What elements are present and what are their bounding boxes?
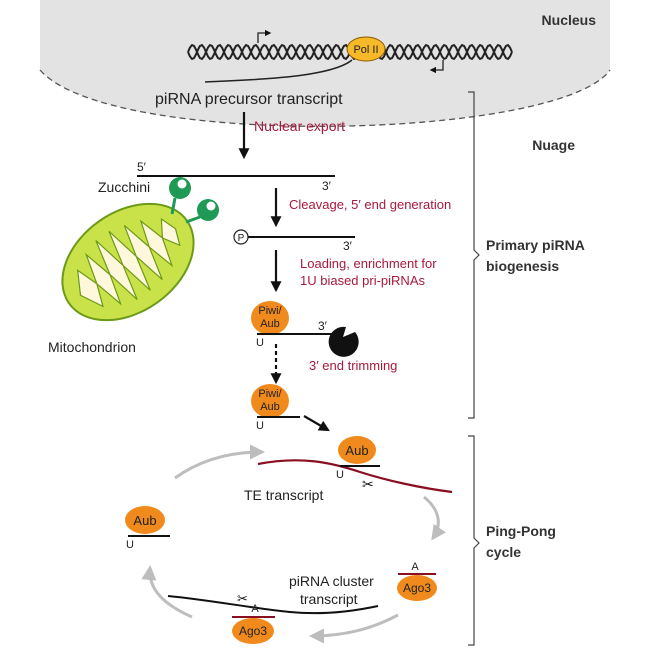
- region-pingpong-1: Ping-Pong: [486, 523, 556, 539]
- nuclear-export-label: Nuclear export: [254, 118, 345, 134]
- ago3-protein-bottom: [232, 618, 274, 644]
- nucleus-region: [40, 0, 610, 127]
- u-label-3: U: [336, 469, 344, 481]
- region-pingpong-2: cycle: [486, 544, 521, 560]
- ago3-bottom-label: Ago3: [239, 624, 267, 638]
- cluster-label-2: transcript: [300, 591, 358, 607]
- precursor-transcript-label: piRNA precursor transcript: [155, 91, 343, 108]
- three-prime-label-a: 3′: [322, 179, 332, 193]
- piwi-aub-2-line1: Piwi/: [258, 388, 282, 400]
- u-label-1: U: [256, 337, 264, 349]
- cycle-arrow-right: [423, 495, 446, 541]
- pol2-label: Pol II: [353, 44, 378, 56]
- u-label-2: U: [256, 420, 264, 432]
- zucchini-label: Zucchini: [98, 179, 150, 195]
- te-transcript-label: TE transcript: [244, 487, 323, 503]
- mito-cristae: [76, 217, 181, 308]
- te-transcript-rna: [257, 459, 453, 494]
- mitochondrion: [61, 202, 195, 322]
- cluster-transcript-rna: [167, 595, 379, 615]
- pingpong-bracket: [468, 435, 480, 646]
- piwi-aub-protein-1: [251, 301, 289, 335]
- zucchini-protein-1: [169, 177, 191, 215]
- ago3-right-label: Ago3: [403, 581, 431, 595]
- primary-bracket: [468, 91, 480, 419]
- piwi-aub-2-line2: Aub: [260, 401, 280, 413]
- tss-arrow-forward: [257, 29, 272, 43]
- u-label-4: U: [126, 539, 134, 551]
- five-prime-label: 5′: [137, 160, 147, 174]
- a-label-right: A: [411, 561, 419, 573]
- pol2-enzyme: [346, 36, 386, 62]
- aub-left-label: Aub: [133, 513, 156, 528]
- trimming-label: 3′ end trimming: [309, 358, 397, 373]
- region-primary-2: biogenesis: [486, 258, 559, 274]
- zucchini-protein-2: [185, 199, 219, 224]
- cycle-arrow-bottom: [309, 613, 399, 644]
- cleavage-label: Cleavage, 5′ end generation: [289, 197, 451, 212]
- region-primary-1: Primary piRNA: [486, 237, 585, 253]
- trimmer-nuclease: [328, 326, 359, 357]
- a-label-bottom: A: [251, 603, 259, 615]
- aub-protein-left: [125, 506, 165, 534]
- cycle-arrow-top: [174, 444, 265, 480]
- ago3-protein-right: [397, 575, 437, 601]
- loading-label-1: Loading, enrichment for: [300, 256, 437, 271]
- piwi-aub-1-line1: Piwi/: [258, 305, 282, 317]
- region-nucleus: Nucleus: [542, 12, 597, 28]
- piwi-aub-protein-2: [251, 384, 289, 418]
- nuclear-envelope: [39, 69, 611, 127]
- region-nuage: Nuage: [532, 137, 575, 153]
- loading-label-2: 1U biased pri-piRNAs: [300, 273, 425, 288]
- nascent-transcript: [204, 59, 353, 83]
- scissors-icon-cluster: ✂: [237, 591, 248, 606]
- three-prime-label-b: 3′: [343, 239, 353, 253]
- cycle-arrow-left: [141, 565, 193, 619]
- mitochondrion-label: Mitochondrion: [48, 339, 136, 355]
- three-prime-label-c: 3′: [318, 319, 328, 333]
- aub-protein-top: [338, 436, 376, 464]
- entry-arrow: [303, 415, 330, 432]
- tss-arrow-reverse: [429, 60, 444, 74]
- cluster-label-1: piRNA cluster: [289, 573, 374, 589]
- phosphate-label: P: [238, 233, 245, 244]
- piwi-aub-1-line2: Aub: [260, 318, 280, 330]
- scissors-icon-te: ✂: [362, 476, 374, 492]
- aub-top-label: Aub: [345, 443, 368, 458]
